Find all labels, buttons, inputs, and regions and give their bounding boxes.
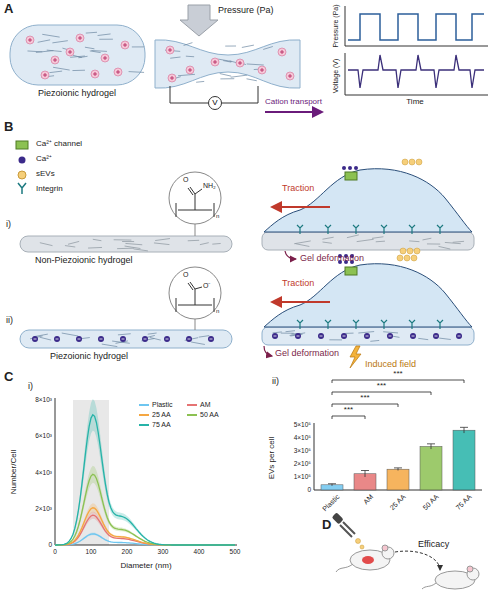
tick-label: 400: [194, 548, 205, 555]
legend-text: 50 AA: [200, 411, 219, 419]
category-label: 75 AA: [455, 493, 474, 512]
tick-label: 1×10⁵: [294, 473, 311, 480]
tick-label: 500: [230, 548, 241, 555]
tick-label: 0: [53, 548, 57, 555]
category-label: 25 AA: [389, 493, 408, 512]
category-label: Plastic: [321, 493, 341, 513]
category-label: AM: [362, 493, 375, 506]
category-label: 50 AA: [422, 493, 441, 512]
legend-text: Ca²⁺ channel: [36, 140, 82, 149]
panel-letter: C: [4, 370, 13, 384]
tick-label: 100: [86, 548, 97, 555]
sub-label: ii): [272, 377, 279, 387]
significance-mark: ***: [344, 406, 353, 415]
node-text: V: [212, 99, 217, 107]
field-label: Induced field: [365, 360, 416, 370]
tick-label: 6×10³: [35, 432, 52, 439]
legend-text: Plastic: [152, 401, 173, 409]
atom-label: O: [183, 176, 188, 184]
atom-label: O: [183, 271, 188, 279]
axis-label: Pressure (Pa): [332, 4, 340, 47]
tick-label: 200: [122, 548, 133, 555]
sub-label: ii): [6, 316, 13, 326]
axis-label: Number/Cell: [10, 450, 19, 494]
panel-letter: D: [322, 518, 331, 532]
tick-label: 2×10³: [35, 505, 52, 512]
outcome-label: Efficacy: [418, 540, 449, 550]
tick-label: 300: [158, 548, 169, 555]
axis-label: EVs per cell: [268, 437, 277, 480]
panel-letter: A: [4, 2, 13, 16]
significance-mark: ***: [360, 394, 369, 403]
tick-label: 4×10⁵: [294, 434, 311, 441]
significance-mark: ***: [393, 370, 402, 379]
panel-letter: B: [4, 120, 13, 134]
legend-text: Ca²⁺: [36, 155, 52, 164]
tick-label: 0: [48, 541, 52, 548]
axis-label: Time: [406, 98, 423, 107]
tick-label: 5×10⁵: [294, 421, 311, 428]
repeat-index: n: [216, 213, 219, 220]
legend-text: Integrin: [36, 185, 63, 194]
force-label: Traction: [282, 279, 314, 289]
repeat-index: n: [216, 308, 219, 315]
atom-label: O⁻: [203, 282, 210, 290]
legend-text: sEVs: [36, 170, 55, 179]
force-label: Pressure (Pa): [218, 6, 274, 16]
sub-label: i): [28, 382, 33, 392]
material-label: Piezoionic hydrogel: [38, 89, 116, 99]
tick-label: 8×10³: [35, 396, 52, 403]
significance-mark: ***: [377, 382, 386, 391]
tick-label: 0: [307, 486, 311, 493]
atom-label: NH₂: [203, 182, 216, 190]
voltmeter-circle: V: [208, 96, 222, 110]
force-label: Traction: [282, 184, 314, 194]
material-label: Piezoionic hydrogel: [50, 352, 128, 362]
legend-text: 75 AA: [152, 421, 171, 429]
axis-label: Diameter (nm): [120, 562, 171, 571]
legend-text: AM: [200, 401, 211, 409]
material-label: Non-Piezoionic hydrogel: [35, 256, 133, 266]
tick-label: 4×10³: [35, 469, 52, 476]
tick-label: 2×10⁵: [294, 460, 311, 467]
transport-label: Cation transport: [265, 98, 322, 107]
legend-text: 25 AA: [152, 411, 171, 419]
tick-label: 3×10⁵: [294, 447, 311, 454]
deformation-label: Gel deformation: [300, 254, 364, 264]
axis-label: Voltage (V): [332, 59, 340, 94]
deformation-label: Gel deformation: [275, 349, 339, 359]
sub-label: i): [6, 220, 11, 230]
